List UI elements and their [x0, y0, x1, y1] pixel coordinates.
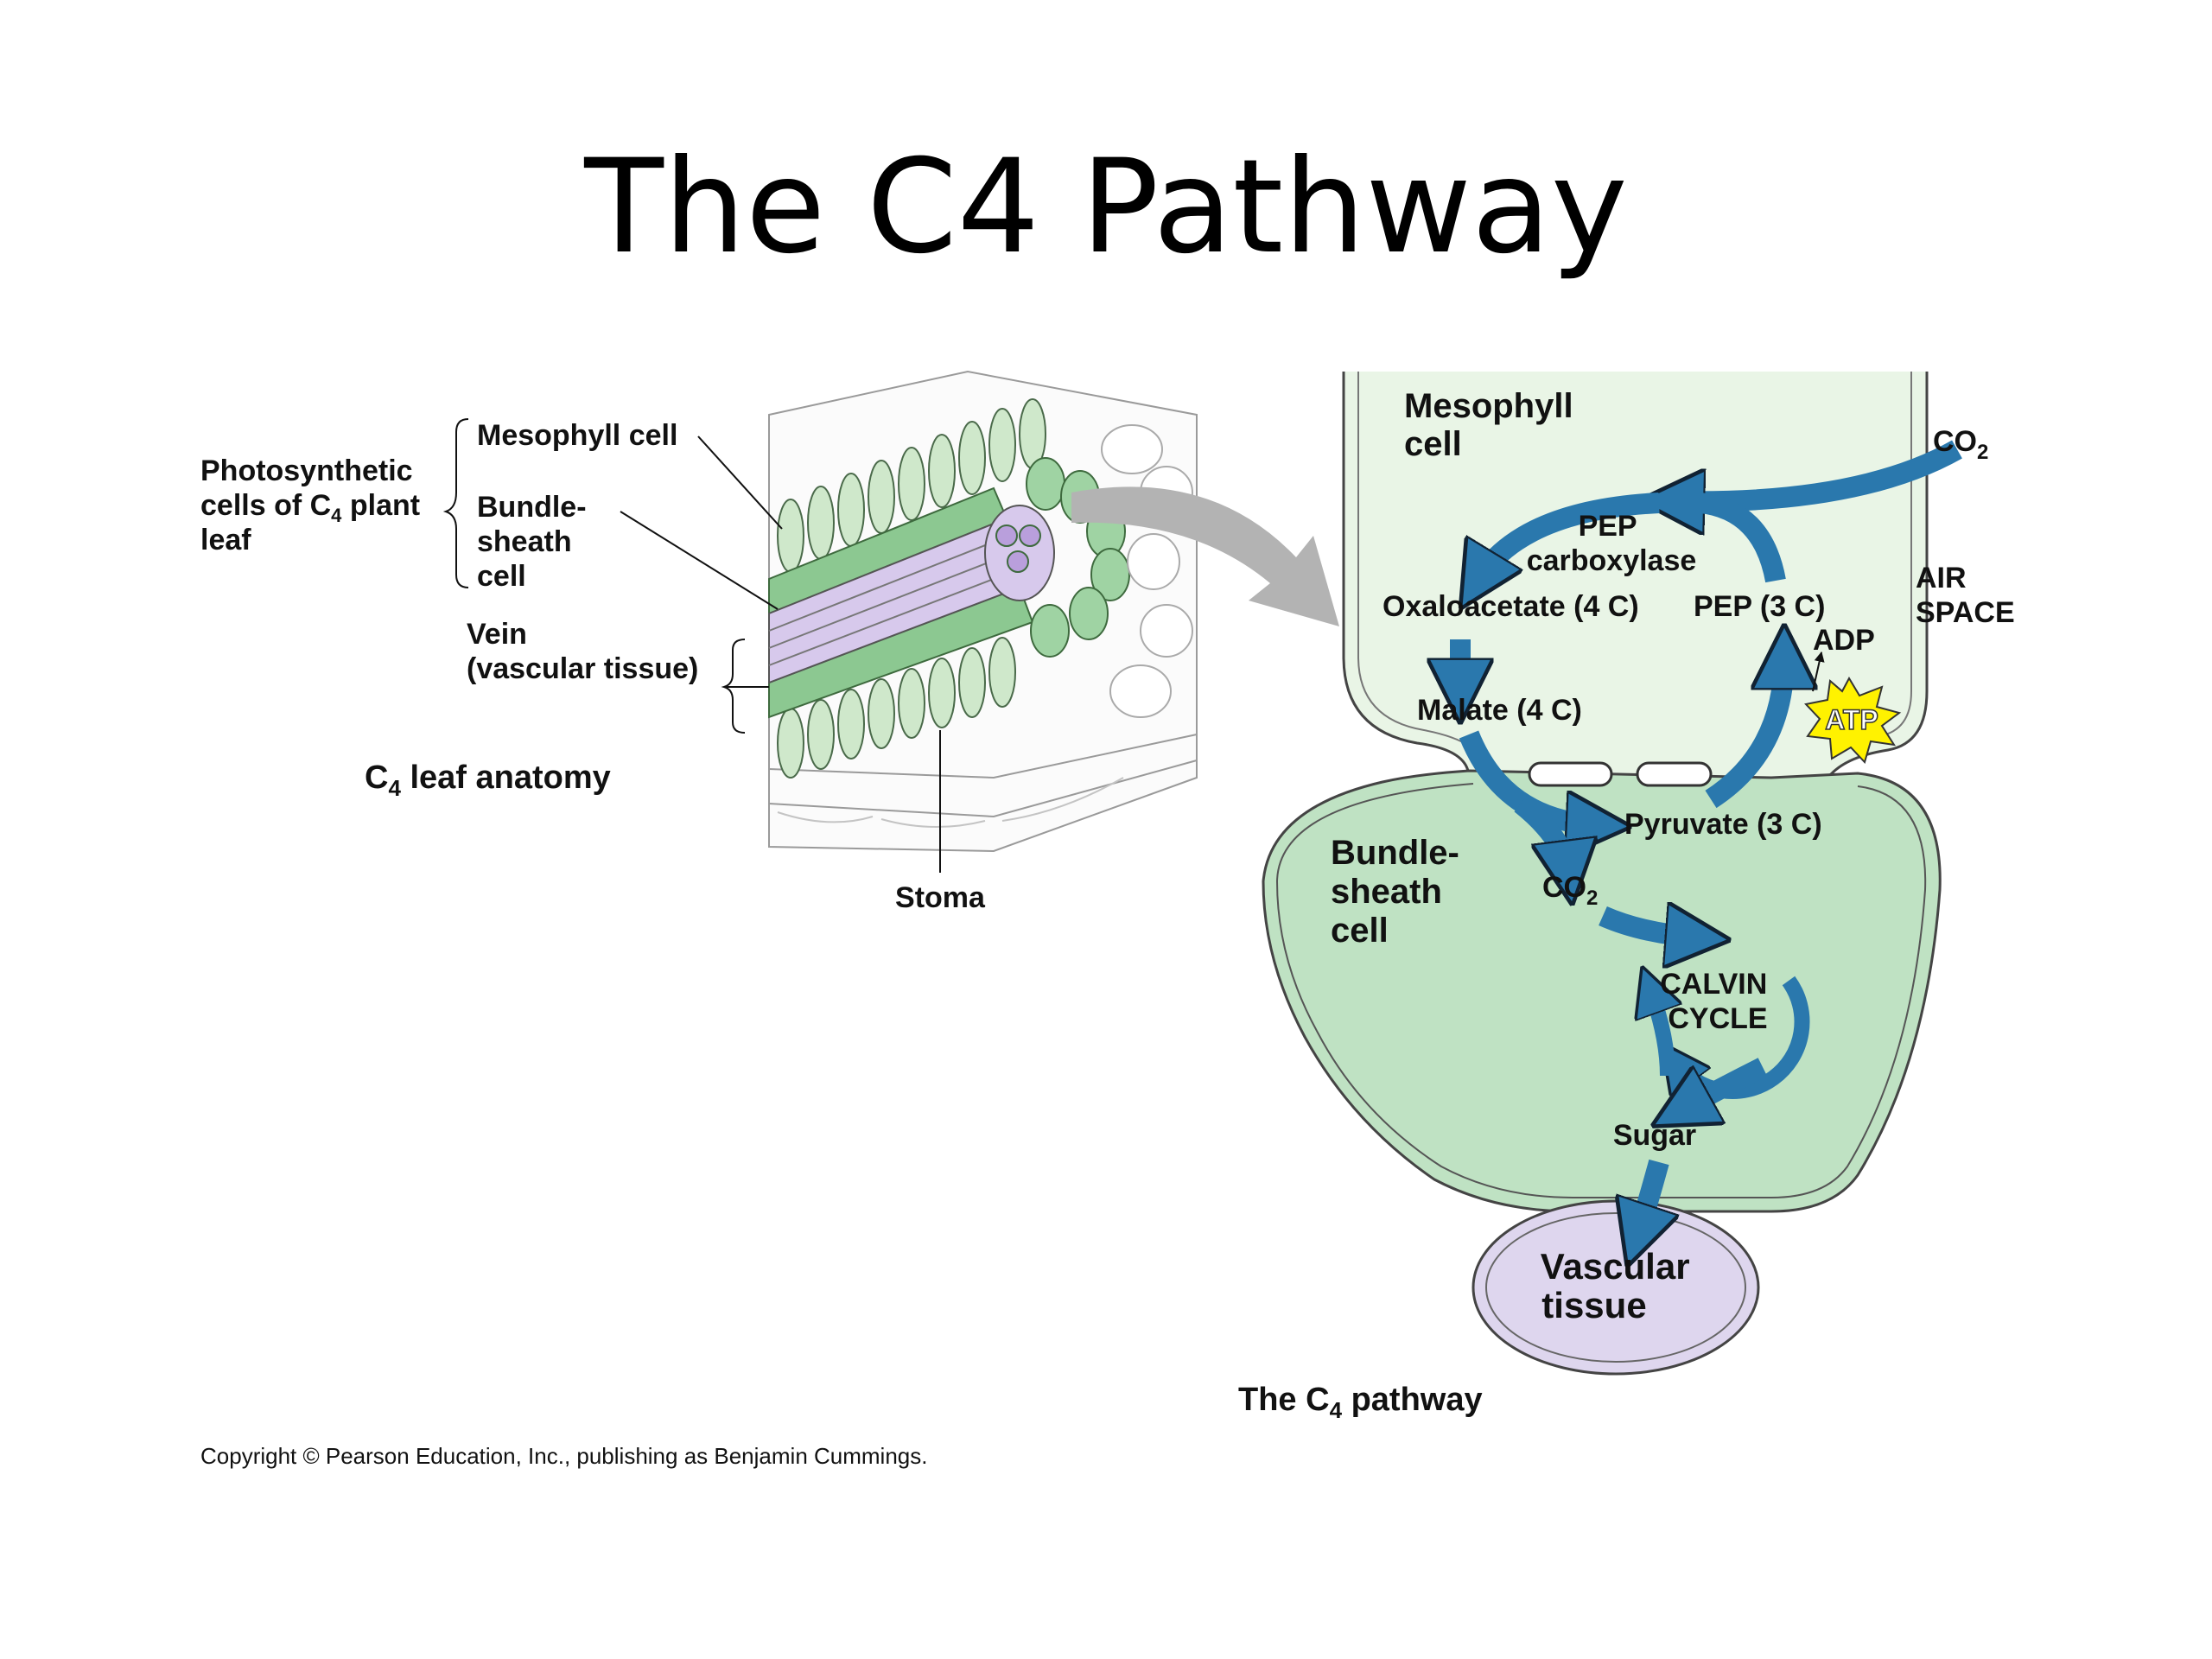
oxaloacetate-label: Oxaloacetate (4 C) [1382, 590, 1639, 623]
leaf-anatomy: Photosynthetic cells of C4 plant leaf Me… [200, 370, 1198, 914]
calvin-cycle-label: CALVIN CYCLE [1660, 968, 1775, 1035]
zoom-arrow [1071, 486, 1339, 626]
copyright-notice: Copyright © Pearson Education, Inc., pub… [200, 1443, 928, 1469]
sugar-label: Sugar [1613, 1119, 1696, 1152]
malate-to-co2-arrow [1514, 795, 1568, 873]
atp-label: ATP [1825, 704, 1878, 735]
sugar-to-vascular-arrow [1637, 1159, 1659, 1236]
photosynthetic-cells-label: Photosynthetic cells of C4 plant leaf [200, 454, 429, 556]
upper-mesophyll-row [777, 398, 1046, 573]
pep-carboxylase-arrow [1478, 493, 1660, 581]
atp-star: ATP [1804, 676, 1902, 764]
stoma-label: Stoma [895, 881, 986, 914]
group-brace [442, 418, 469, 588]
air-space-cells [1101, 424, 1193, 718]
pyruvate-to-pep-arrow [1705, 657, 1784, 809]
adp-arrow [1812, 651, 1825, 692]
slide-title: The C4 Pathway [584, 132, 1628, 283]
c4-pathway: ATP Mesophyll cell CO2 AIR SPACE PEP car… [1238, 372, 2015, 1423]
pathway-caption: The C4 pathway [1238, 1382, 1483, 1423]
bundle-sheath-ring [984, 457, 1130, 658]
co2-air-label: CO2 [1933, 425, 1988, 464]
plasmodesmata [1528, 761, 1713, 787]
mesophyll-leader [697, 435, 783, 530]
bundle-sheath-pathway-label: Bundle- sheath cell [1331, 834, 1469, 950]
malate-to-pyruvate-arrow [1459, 730, 1599, 825]
pep-carboxylase-label: PEP carboxylase [1527, 510, 1697, 577]
co2-bundle-label: CO2 [1542, 871, 1598, 910]
co2-to-calvin-arrow [1599, 916, 1698, 938]
pathway-arrows [1459, 440, 1962, 1236]
lower-mesophyll-row [777, 637, 1016, 779]
vein-tissue [768, 517, 1021, 684]
bundle-sheath-leader [620, 511, 779, 610]
bundle-sheath-cell-shape [1262, 769, 1942, 1213]
pep-join-arrow [1699, 493, 1786, 583]
vein-label: Vein (vascular tissue) [467, 618, 698, 685]
leaf-anatomy-caption: C4 leaf anatomy [365, 760, 611, 801]
vascular-tissue-label: Vascular tissue [1541, 1246, 1700, 1325]
pep-label: PEP (3 C) [1694, 590, 1825, 623]
air-space-label: AIR SPACE [1916, 562, 2015, 629]
malate-label: Malate (4 C) [1417, 694, 1582, 727]
mesophyll-cell-label: Mesophyll cell [477, 419, 677, 452]
bundle-sheath-label: Bundle- sheath cell [477, 491, 594, 593]
mesophyll-label: Mesophyll cell [1404, 387, 1583, 463]
adp-label: ADP [1813, 624, 1875, 657]
pyruvate-label: Pyruvate (3 C) [1624, 808, 1822, 841]
calvin-to-sugar-arrow [1681, 1058, 1768, 1110]
